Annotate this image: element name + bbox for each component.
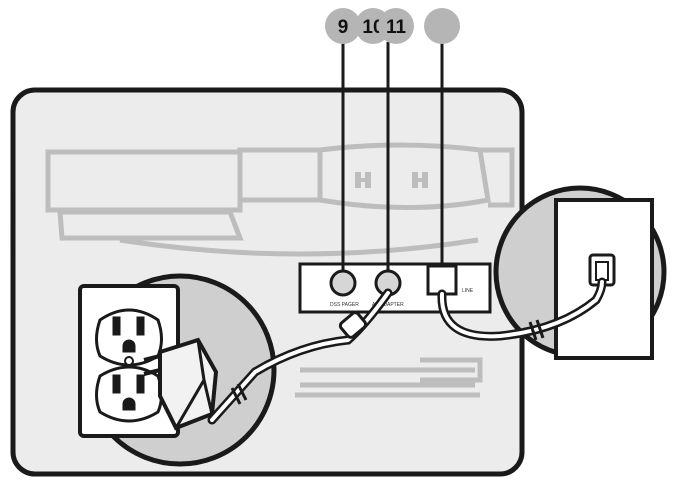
outlet-socket-bottom (95, 365, 163, 423)
port-dss-pager (329, 269, 357, 297)
phone-base-outline (45, 142, 515, 398)
cables (207, 277, 607, 425)
phone-base-clips (355, 172, 428, 188)
callout-9: 9 (325, 8, 361, 44)
callout-blank (424, 8, 460, 44)
label-line: LINE (462, 288, 474, 294)
label-ac-adapter: AC ADAPTER (372, 302, 404, 308)
callout-11: 11 (378, 8, 414, 44)
svg-text:11: 11 (386, 17, 407, 38)
outlet-screw (124, 356, 134, 366)
outlet-cutout (78, 273, 277, 467)
label-dss-pager: DSS PAGER (330, 302, 359, 308)
svg-text:10: 10 (362, 17, 383, 38)
connector-panel: DSS PAGER AC ADAPTER LINE (298, 262, 492, 314)
svg-text:9: 9 (338, 17, 349, 38)
cable-break-marks (230, 319, 545, 405)
leader-lines (341, 42, 444, 271)
